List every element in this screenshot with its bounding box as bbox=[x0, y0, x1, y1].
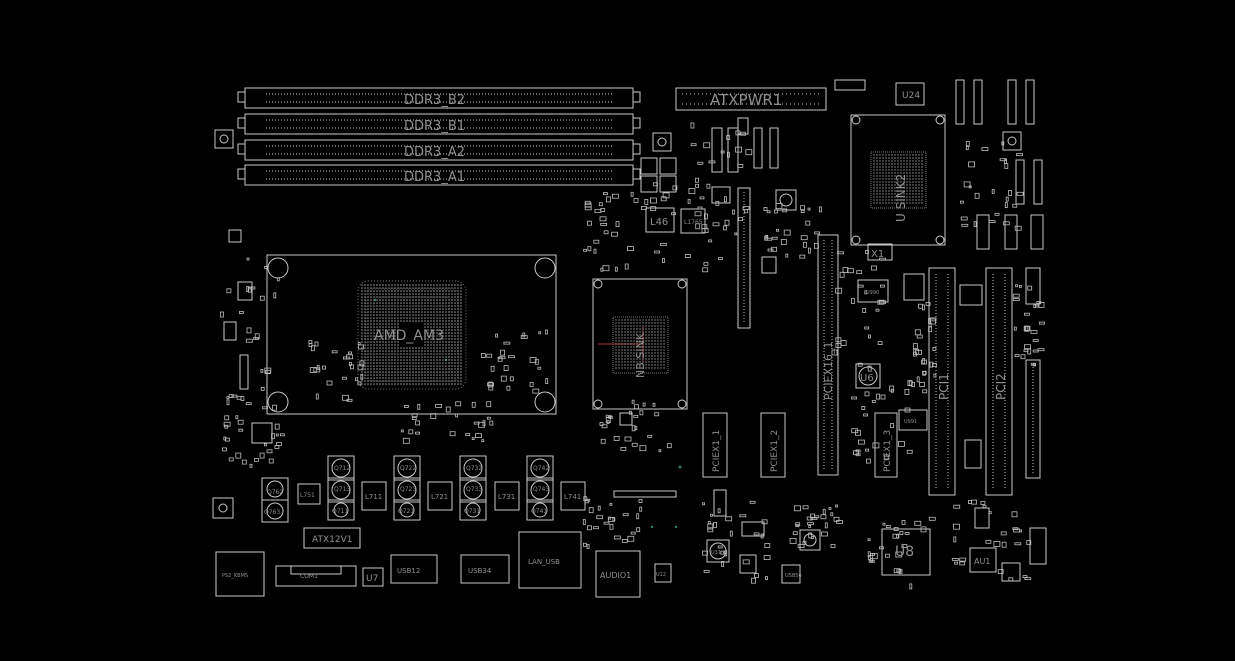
label-x1: X1 bbox=[871, 249, 884, 260]
label-q742: Q742 bbox=[533, 465, 549, 472]
label-audio: AUDIO1 bbox=[600, 571, 631, 580]
label-u991: U991 bbox=[904, 419, 917, 425]
label-q721: Q721 bbox=[398, 508, 414, 515]
label-ddr-a2: DDR3_A2 bbox=[404, 145, 465, 160]
label-q733: Q733 bbox=[466, 486, 482, 493]
label-u990: U990 bbox=[866, 290, 879, 296]
label-atxpwr: ATXPWR1 bbox=[710, 91, 782, 109]
label-lan: LAN_USB bbox=[528, 558, 560, 566]
southbridge-chip bbox=[850, 82, 946, 261]
cpu-socket bbox=[266, 254, 557, 415]
vrm-chokes bbox=[261, 455, 586, 523]
label-u31: U31 bbox=[711, 550, 721, 556]
label-atx12v: ATX12V1 bbox=[312, 535, 352, 545]
label-q763: Q763 bbox=[264, 509, 280, 516]
pcie-x1-slot-2 bbox=[760, 412, 786, 478]
pci-slot-1 bbox=[928, 267, 956, 496]
label-l1765: L1765 bbox=[684, 219, 703, 226]
label-pci1: PCI1 bbox=[937, 373, 951, 400]
chip-au1 bbox=[969, 547, 997, 573]
pcie-x1-slot-1 bbox=[702, 412, 728, 478]
label-q711: Q711 bbox=[332, 508, 348, 515]
chip-u8 bbox=[881, 528, 931, 576]
label-usb3: USB56 bbox=[785, 573, 802, 579]
label-q732: Q732 bbox=[466, 465, 482, 472]
label-nb: NB SINK bbox=[634, 332, 647, 378]
pcie-x16-slot bbox=[817, 234, 839, 476]
pcie-x1-slot-3 bbox=[874, 412, 898, 478]
label-cpu: AMD_AM3 bbox=[374, 328, 444, 344]
label-com: COM1 bbox=[300, 573, 318, 580]
label-q762: Q762 bbox=[267, 489, 283, 496]
label-u6: U6 bbox=[860, 373, 874, 384]
pci-slot-2 bbox=[985, 267, 1013, 496]
label-q743: Q743 bbox=[533, 486, 549, 493]
label-au1: AU1 bbox=[974, 557, 990, 566]
label-q722: Q722 bbox=[400, 465, 416, 472]
label-l46: L46 bbox=[650, 217, 668, 228]
rear-io bbox=[215, 490, 677, 598]
label-pcie3: PCIEX1_3 bbox=[883, 430, 893, 472]
label-ps2: PS2_KBMS bbox=[222, 573, 248, 579]
label-l731: L731 bbox=[498, 493, 515, 501]
label-u8: U8 bbox=[895, 544, 914, 560]
label-q713: Q713 bbox=[334, 486, 350, 493]
label-q723: Q723 bbox=[400, 486, 416, 493]
atx-power-connector bbox=[675, 87, 827, 111]
label-u12: U12 bbox=[656, 572, 666, 578]
label-l721: L721 bbox=[431, 493, 448, 501]
northbridge-chip bbox=[592, 278, 688, 410]
label-pcie16: PCIEX16_1 bbox=[822, 341, 835, 400]
label-pcie1: PCIEX1_1 bbox=[712, 430, 722, 472]
label-sb: U SINK2 bbox=[894, 174, 908, 222]
label-ddr-b2: DDR3_B2 bbox=[404, 93, 465, 108]
label-u24: U24 bbox=[902, 91, 920, 101]
label-q712: Q712 bbox=[334, 465, 350, 472]
label-l741: L741 bbox=[564, 493, 581, 501]
dimm-slots bbox=[237, 87, 641, 186]
label-q741: Q741 bbox=[531, 508, 547, 515]
label-ddr-b1: DDR3_B1 bbox=[404, 119, 465, 134]
label-u7: U7 bbox=[366, 574, 378, 584]
label-usb2: USB34 bbox=[468, 567, 492, 575]
label-l751: L751 bbox=[300, 492, 315, 499]
label-pcie2: PCIEX1_2 bbox=[770, 430, 780, 472]
label-ddr-a1: DDR3_A1 bbox=[404, 170, 465, 185]
label-q731: Q731 bbox=[464, 508, 480, 515]
label-pci2: PCI2 bbox=[994, 373, 1008, 400]
label-usb1: USB12 bbox=[397, 567, 420, 575]
label-l711: L711 bbox=[365, 493, 382, 501]
